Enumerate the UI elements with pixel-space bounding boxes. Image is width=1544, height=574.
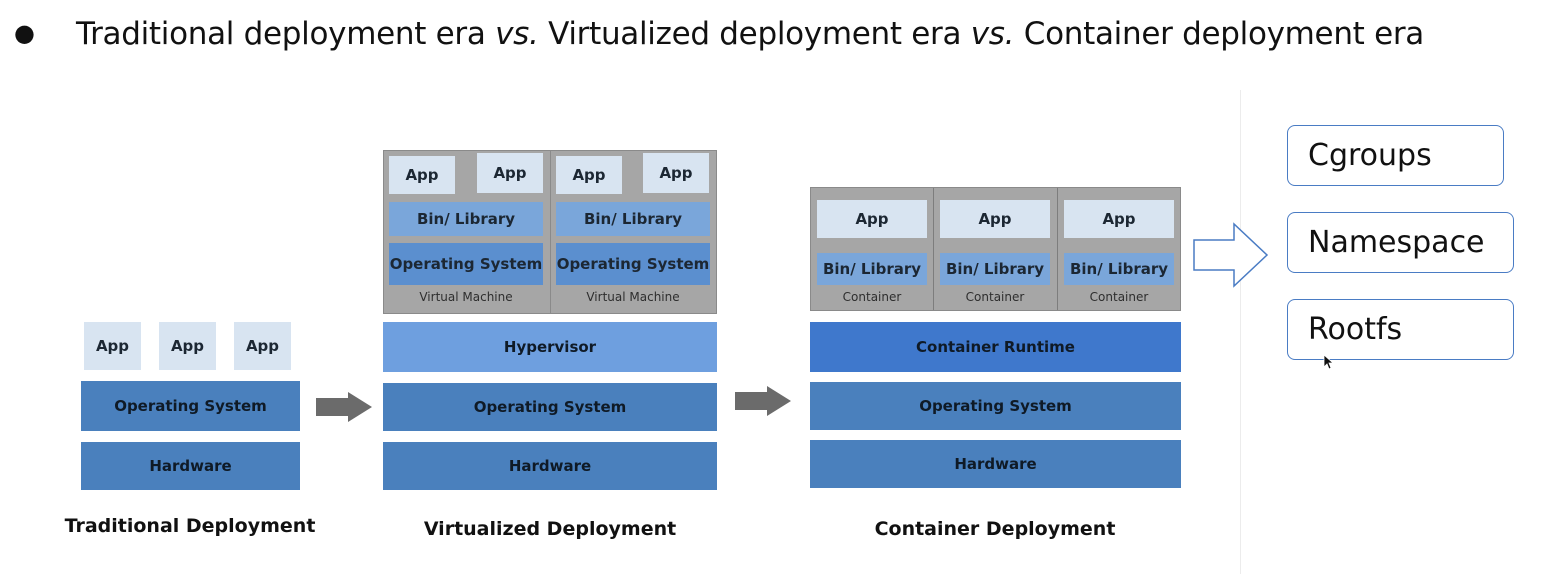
container1-app: App (817, 200, 927, 238)
container3-label: Container (1089, 290, 1149, 304)
vm1-operating-system: Operating System (389, 243, 543, 285)
traditional-app-3: App (234, 322, 291, 370)
virtualized-caption: Virtualized Deployment (423, 518, 677, 540)
vm2-label: Virtual Machine (586, 290, 680, 304)
traditional-app-1: App (84, 322, 141, 370)
heading-vs-1: vs. (495, 16, 539, 52)
heading-part-1: Traditional deployment era (76, 16, 496, 52)
container-divider-2 (1057, 188, 1058, 310)
feature-rootfs: Rootfs (1287, 299, 1514, 360)
vm2-app-1: App (556, 156, 622, 194)
container-hardware: Hardware (810, 440, 1181, 488)
outline-right-arrow-icon (1193, 222, 1269, 288)
vm2-bin-library: Bin/ Library (556, 202, 710, 236)
container3-bin-library: Bin/ Library (1064, 253, 1174, 285)
vm1-label: Virtual Machine (419, 290, 513, 304)
container-divider-1 (933, 188, 934, 310)
container-operating-system: Operating System (810, 382, 1181, 430)
container2-bin-library: Bin/ Library (940, 253, 1050, 285)
traditional-app-2: App (159, 322, 216, 370)
heading-part-2: Virtualized deployment era (538, 16, 971, 52)
heading-vs-2: vs. (970, 16, 1015, 52)
traditional-hardware: Hardware (81, 442, 300, 490)
slide-heading: ● Traditional deployment era vs. Virtuali… (14, 16, 1424, 52)
vm1-bin-library: Bin/ Library (389, 202, 543, 236)
traditional-operating-system: Operating System (81, 381, 300, 431)
container1-label: Container (842, 290, 902, 304)
vm1-app-2: App (477, 153, 543, 193)
bullet-icon: ● (14, 19, 35, 47)
container3-app: App (1064, 200, 1174, 238)
feature-cgroups: Cgroups (1287, 125, 1504, 186)
background-divider (1240, 90, 1241, 574)
heading-part-3: Container deployment era (1014, 16, 1425, 52)
container-runtime-layer: Container Runtime (810, 322, 1181, 372)
container2-label: Container (965, 290, 1025, 304)
container2-app: App (940, 200, 1050, 238)
traditional-caption: Traditional Deployment (64, 515, 316, 537)
hypervisor-layer: Hypervisor (383, 322, 717, 372)
vm2-operating-system: Operating System (556, 243, 710, 285)
container-caption: Container Deployment (874, 518, 1116, 540)
container1-bin-library: Bin/ Library (817, 253, 927, 285)
vm1-app-1: App (389, 156, 455, 194)
virtualized-operating-system: Operating System (383, 383, 717, 431)
feature-namespace: Namespace (1287, 212, 1514, 273)
virtualized-hardware: Hardware (383, 442, 717, 490)
mouse-cursor-icon (1323, 354, 1335, 370)
vm2-app-2: App (643, 153, 709, 193)
